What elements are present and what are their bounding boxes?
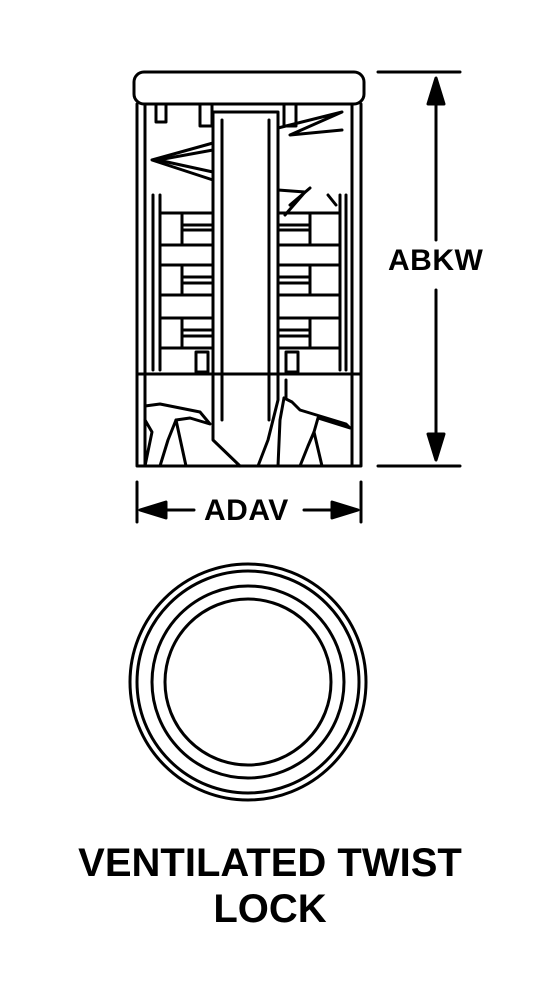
ring-outer (128, 562, 368, 802)
ring-middle (150, 584, 346, 780)
ring-inner (163, 597, 333, 767)
caption-line-2: LOCK (213, 887, 327, 931)
height-dimension (376, 70, 462, 468)
spring-right (276, 110, 344, 137)
vent-slots-right (276, 193, 348, 374)
arrow-left-icon (138, 500, 168, 520)
vent-slots-left (151, 193, 215, 374)
arrow-right-icon (330, 500, 360, 520)
arrow-down-icon (426, 432, 446, 462)
body-outline (135, 102, 363, 468)
locking-tabs (143, 378, 352, 468)
side-view (132, 70, 366, 468)
caption-line-1: VENTILATED TWIST (78, 841, 462, 885)
width-dimension (135, 480, 363, 524)
height-dimension-label: ABKW (388, 244, 484, 277)
ring-outer-inner (135, 569, 361, 795)
part-caption: VENTILATED TWIST LOCK (0, 840, 540, 932)
top-view (128, 562, 368, 802)
top-cap (132, 70, 366, 106)
spring-left (156, 148, 215, 174)
width-dimension-label: ADAV (204, 494, 289, 527)
arrow-up-icon (426, 76, 446, 106)
